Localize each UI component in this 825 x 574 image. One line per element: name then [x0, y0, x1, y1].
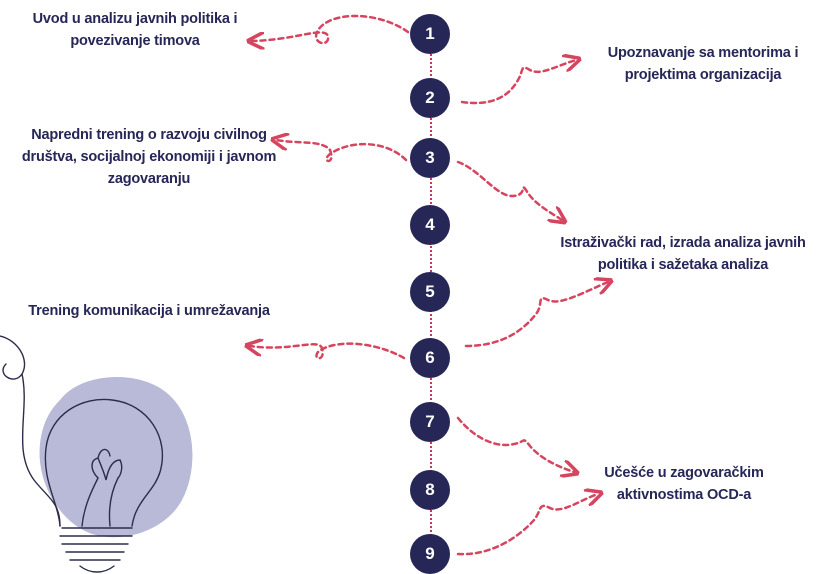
arrow-step-2	[460, 60, 576, 105]
step-number: 7	[425, 412, 435, 431]
step-label-6: Trening komunikacija i umrežavanja	[6, 300, 292, 322]
label-line: politika i sažetaka analiza	[597, 257, 769, 273]
step-number: 9	[425, 544, 435, 563]
step-node-9: 9	[410, 534, 450, 574]
label-line: društva, socijalnoj ekonomiji i javnom	[21, 149, 277, 165]
arrow-step-7	[456, 416, 574, 472]
label-line: povezivanje timova	[70, 33, 200, 49]
step-node-3: 3	[410, 138, 450, 178]
step-node-2: 2	[410, 78, 450, 118]
step-label-5: Istraživački rad, izrada analiza javnih …	[540, 232, 825, 276]
arrow-step-6	[250, 344, 406, 360]
label-line: projektima organizacija	[624, 67, 782, 83]
step-node-8: 8	[410, 470, 450, 510]
step-number: 2	[425, 88, 435, 107]
label-line: zagovaranju	[107, 171, 191, 187]
arrow-step-5	[464, 282, 608, 348]
arrow-step-1	[252, 14, 410, 43]
arrow-step-3	[276, 140, 408, 163]
arrow-step-3b	[456, 160, 562, 220]
label-line: Uvod u analizu javnih politika i	[32, 11, 238, 27]
lightbulb-icon	[0, 335, 193, 573]
step-number: 4	[425, 215, 435, 234]
step-label-3: Napredni trening o razvoju civilnog druš…	[8, 124, 290, 190]
label-line: aktivnostima OCD-a	[616, 487, 752, 503]
step-label-8: Učešće u zagovaračkim aktivnostima OCD-a	[574, 462, 794, 506]
step-node-6: 6	[410, 338, 450, 378]
step-node-1: 1	[410, 14, 450, 54]
step-number: 3	[425, 148, 435, 167]
step-number: 5	[425, 282, 435, 301]
step-number: 1	[425, 24, 435, 43]
label-line: Trening komunikacija i umrežavanja	[28, 303, 270, 319]
step-number: 6	[425, 348, 435, 367]
step-label-2: Upoznavanje sa mentorima i projektima or…	[588, 42, 818, 86]
label-line: Istraživački rad, izrada analiza javnih	[560, 235, 806, 251]
step-node-5: 5	[410, 272, 450, 312]
arrow-step-9	[456, 494, 598, 556]
step-node-7: 7	[410, 402, 450, 442]
label-line: Učešće u zagovaračkim	[604, 465, 764, 481]
label-line: Napredni trening o razvoju civilnog	[31, 127, 267, 143]
label-line: Upoznavanje sa mentorima i	[607, 45, 799, 61]
step-number: 8	[425, 480, 435, 499]
step-node-4: 4	[410, 205, 450, 245]
step-label-1: Uvod u analizu javnih politika i poveziv…	[20, 8, 250, 52]
